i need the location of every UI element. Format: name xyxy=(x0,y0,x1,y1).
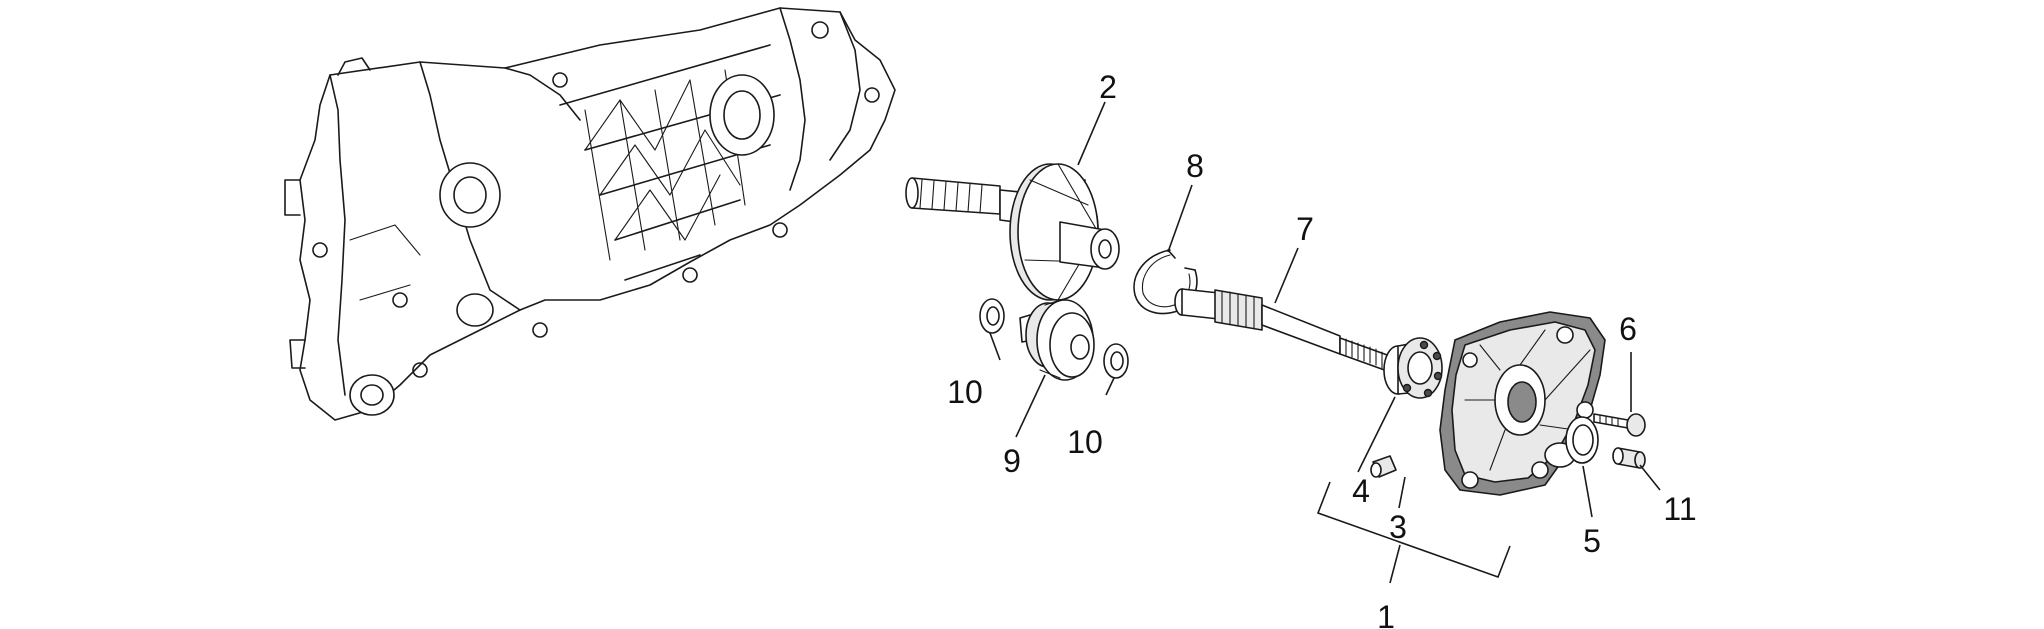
part-10-washer-right xyxy=(1103,343,1129,379)
part-5-o-ring xyxy=(1565,416,1599,464)
callout-labels: 1 2 3 4 5 6 7 8 9 10 10 11 xyxy=(947,69,1696,629)
callout-1: 1 xyxy=(1377,599,1395,629)
callout-4: 4 xyxy=(1352,473,1370,509)
callout-3: 3 xyxy=(1389,509,1407,545)
callout-5: 5 xyxy=(1583,523,1601,559)
callout-10-left: 10 xyxy=(947,374,983,410)
part-6-bolt xyxy=(1593,413,1646,437)
part-11-sleeve xyxy=(1612,447,1646,469)
part-4-bearing xyxy=(1383,337,1443,399)
part-1-cover xyxy=(1439,311,1606,496)
callout-8: 8 xyxy=(1186,148,1204,184)
part-3-dowel-pin xyxy=(1370,455,1397,478)
part-2-gear-shaft xyxy=(905,163,1120,301)
callout-7: 7 xyxy=(1296,211,1314,247)
callout-11: 11 xyxy=(1663,491,1696,527)
part-9-small-gear xyxy=(1019,299,1095,381)
callout-6: 6 xyxy=(1619,311,1637,347)
leader-lines xyxy=(989,101,1661,584)
callout-9: 9 xyxy=(1003,443,1021,479)
callout-10-right: 10 xyxy=(1067,424,1103,460)
part-7-output-shaft xyxy=(1174,288,1391,373)
part-10-washer-left xyxy=(979,298,1005,334)
crankcase-drawing xyxy=(284,7,896,421)
callout-2: 2 xyxy=(1099,69,1117,105)
